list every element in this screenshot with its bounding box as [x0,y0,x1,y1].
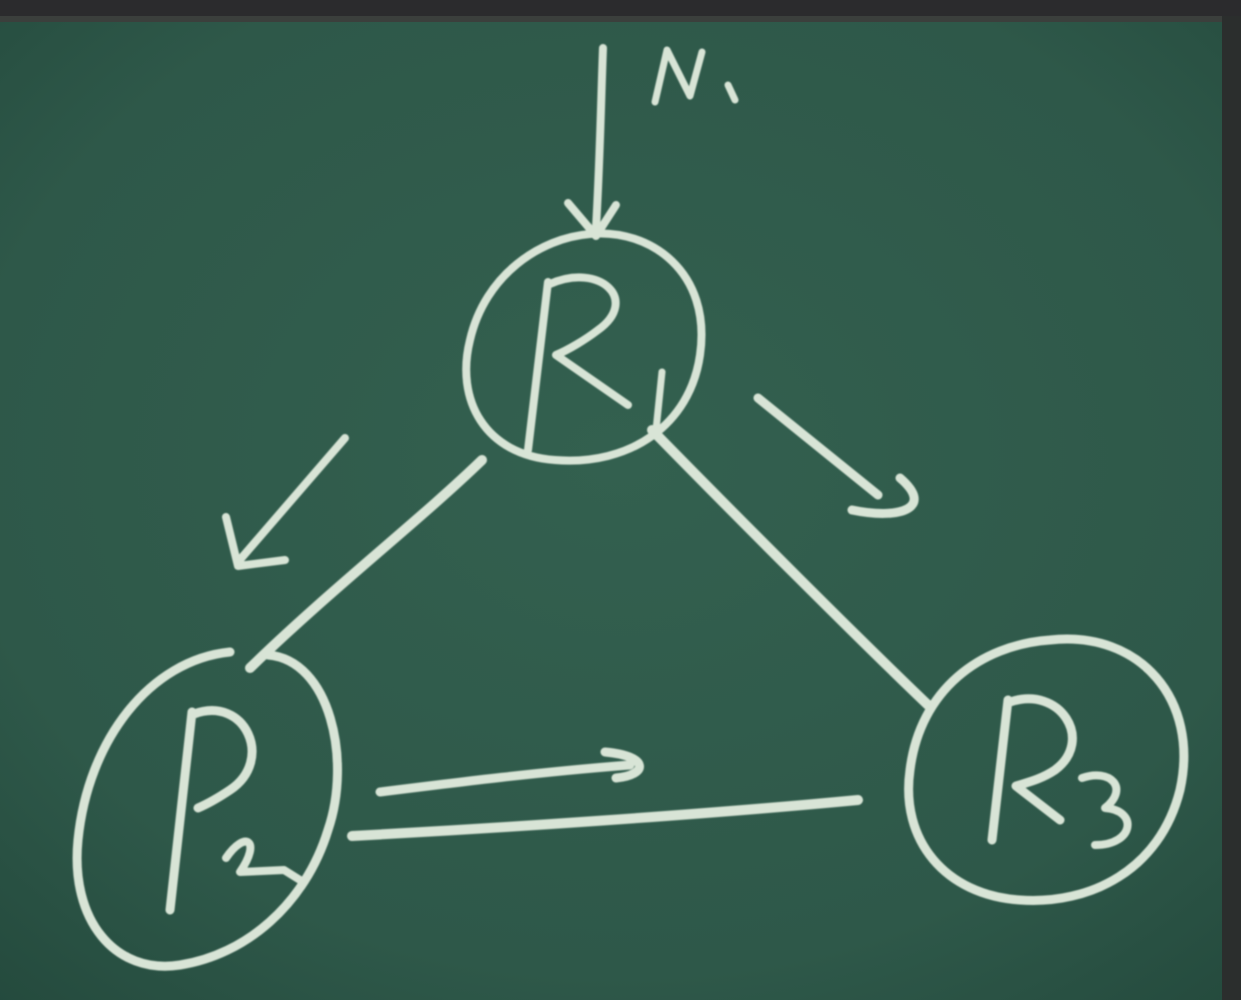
node-r3-subscript [1078,771,1132,849]
input-label-subscript [724,81,739,104]
r1-edge-mark [652,368,666,434]
node-r1-letter [524,273,632,454]
input-label-glyph [651,46,706,106]
node-r2-subscript [222,837,304,884]
node-r3-circle [904,634,1189,905]
node-r2-circle [72,647,342,971]
edge-r1-r3-line [647,425,933,710]
board-surface [0,16,1241,1000]
board-right-edge [1222,16,1241,1000]
input-arrow-line [592,44,607,232]
edge-r2-r3-arrow [375,747,644,797]
edge-r2-r3-line [347,795,863,841]
board-edge-line [0,16,1241,22]
edge-r1-r3-arrow [753,393,919,518]
node-r1-circle [462,229,706,465]
node-r3-letter [987,694,1077,845]
edge-r1-r2-line [245,455,487,673]
edge-r1-r2-arrow [222,434,349,570]
node-r2-letter [165,706,257,915]
